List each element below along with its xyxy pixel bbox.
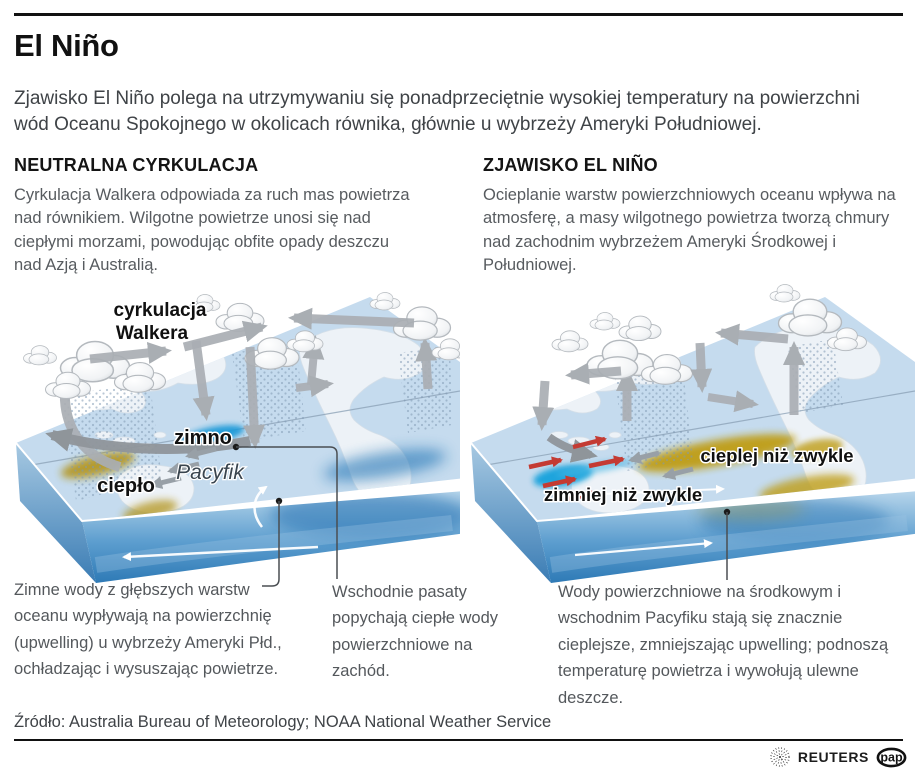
top-rule xyxy=(14,13,903,16)
agency-logos: REUTERS pap xyxy=(769,746,907,768)
reuters-wordmark: REUTERS xyxy=(797,749,869,765)
callout-lines xyxy=(232,443,338,587)
cold-label: zimno xyxy=(174,427,232,449)
deep-current-arrow xyxy=(574,539,713,557)
warm-label: ciepło xyxy=(97,475,155,497)
warm-anomaly xyxy=(638,434,796,472)
upwelling-arrow xyxy=(253,485,268,528)
surface-current-arrow xyxy=(554,484,725,497)
block-front-edge xyxy=(470,442,915,523)
section-body-elnino: Ocieplanie warstw powierzchniowych ocean… xyxy=(483,186,896,275)
pap-logo: pap xyxy=(876,747,907,767)
colder-label: zimniej niż zwykle xyxy=(544,484,702,505)
annotation-upwelling: Zimne wody z głębszych warstw oceanu wyp… xyxy=(14,581,282,679)
page-title: El Niño xyxy=(14,28,119,63)
source-line: Źródło: Australia Bureau of Meteorology;… xyxy=(14,713,552,731)
section-body-neutral: Cyrkulacja Walkera odpowiada za ruch mas… xyxy=(14,186,410,275)
annotation-warming: Wody powierzchniowe na środkowym i wscho… xyxy=(558,583,889,707)
reuters-globe-icon xyxy=(770,747,790,767)
warm-water-arrows xyxy=(528,435,625,502)
el-nino-circulation-arrows xyxy=(532,323,789,480)
warmer-label: cieplej niż zwykle xyxy=(700,445,853,466)
trade-wind-return-arrow xyxy=(45,428,251,454)
cold-tongue xyxy=(181,425,245,445)
svg-text:pap: pap xyxy=(880,750,903,764)
bottom-rule xyxy=(14,739,903,741)
rising-air-east xyxy=(415,337,438,390)
section-heading-neutral: NEUTRALNA CYRKULACJA xyxy=(14,155,259,175)
cold-coastal-water xyxy=(323,448,447,482)
block-front-edge xyxy=(15,442,460,523)
diagram-el-nino: cieplej niż zwykle zimniej niż zwykle xyxy=(470,284,915,583)
intro-paragraph: Zjawisko El Niño polega na utrzymywaniu … xyxy=(14,88,860,135)
diagram-neutral-circulation: cyrkulacja Walkera zimno Pacyfik ciepło xyxy=(15,292,460,587)
walker-label-line1: cyrkulacja xyxy=(114,300,207,321)
walker-circulation-arrows xyxy=(45,307,415,489)
pacific-label: Pacyfik xyxy=(176,461,245,484)
callout-lines xyxy=(723,508,731,580)
deep-current-arrow xyxy=(122,545,319,562)
section-heading-elnino: ZJAWISKO EL NIÑO xyxy=(483,155,658,175)
annotation-trade-winds: Wschodnie pasaty popychają ciepłe wody p… xyxy=(332,583,499,681)
walker-label-line2: Walkera xyxy=(116,323,189,344)
